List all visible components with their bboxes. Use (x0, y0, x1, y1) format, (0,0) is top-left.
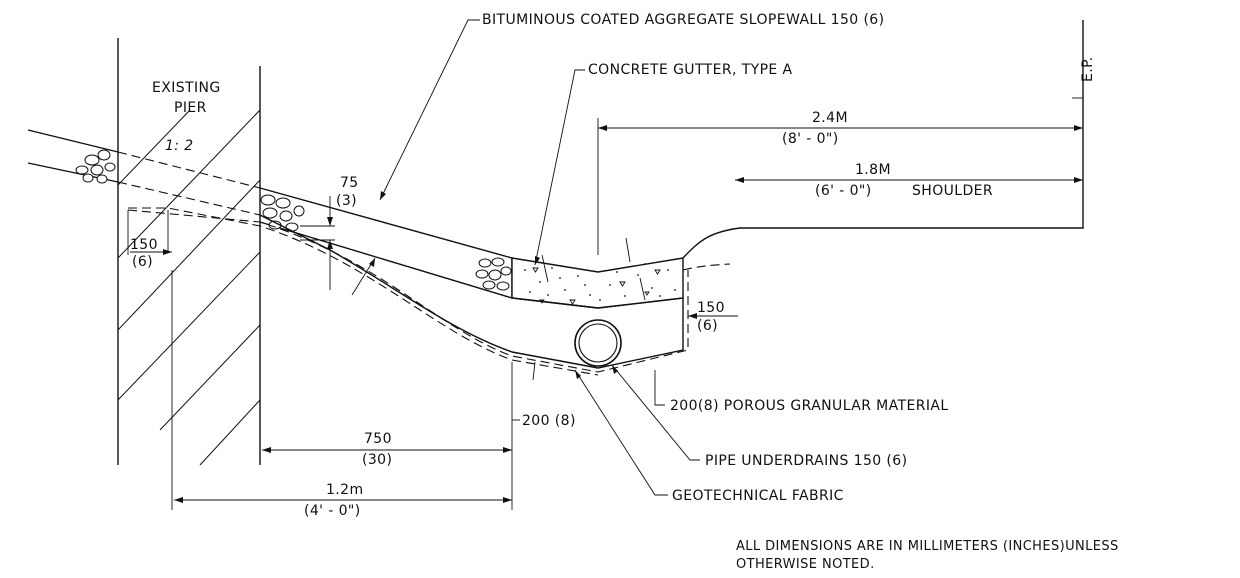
leader-lines (127, 19, 1083, 510)
aggregate-stones (75, 149, 512, 291)
label-pier-2: PIER (174, 100, 207, 116)
label-dim-150l-top: 150 (130, 237, 158, 253)
label-pier-1: EXISTING (152, 80, 221, 96)
label-gutter: CONCRETE GUTTER, TYPE A (588, 62, 793, 78)
label-slope: 1: 2 (165, 138, 194, 154)
label-dim-750-top: 750 (364, 431, 392, 447)
label-dim-24-top: 2.4M (812, 110, 848, 126)
shoulder-surface (682, 20, 1084, 271)
label-shoulder: SHOULDER (912, 183, 993, 199)
label-slopewall: BITUMINOUS COATED AGGREGATE SLOPEWALL 15… (482, 12, 884, 28)
note-line-2: OTHERWISE NOTED. (736, 557, 875, 572)
label-dim-12-top: 1.2m (326, 482, 364, 498)
label-pipe: PIPE UNDERDRAINS 150 (6) (705, 453, 907, 469)
label-dim-750-bot: (30) (362, 452, 392, 468)
drawing-labels: BITUMINOUS COATED AGGREGATE SLOPEWALL 15… (130, 12, 1119, 572)
note-line-1: ALL DIMENSIONS ARE IN MILLIMETERS (INCHE… (736, 539, 1119, 554)
label-dim-18-top: 1.8M (855, 162, 891, 178)
label-dim-75-bot: (3) (336, 193, 357, 209)
existing-pier (117, 38, 261, 466)
label-porous: 200(8) POROUS GRANULAR MATERIAL (670, 398, 949, 414)
label-dim-24-bot: (8' - 0") (782, 131, 839, 147)
label-dim-150r-top: 150 (697, 300, 725, 316)
label-dim-150l-bot: (6) (132, 254, 153, 270)
label-ep: E.P. (1080, 56, 1096, 82)
pipe-underdrain (574, 319, 622, 367)
label-dim-12-bot: (4' - 0") (304, 503, 361, 519)
label-dim-200: 200 (8) (522, 413, 576, 429)
label-dim-75-top: 75 (340, 175, 359, 191)
label-dim-150r-bot: (6) (697, 318, 718, 334)
label-fabric: GEOTECHNICAL FABRIC (672, 488, 844, 504)
label-dim-18-bot: (6' - 0") (815, 183, 872, 199)
